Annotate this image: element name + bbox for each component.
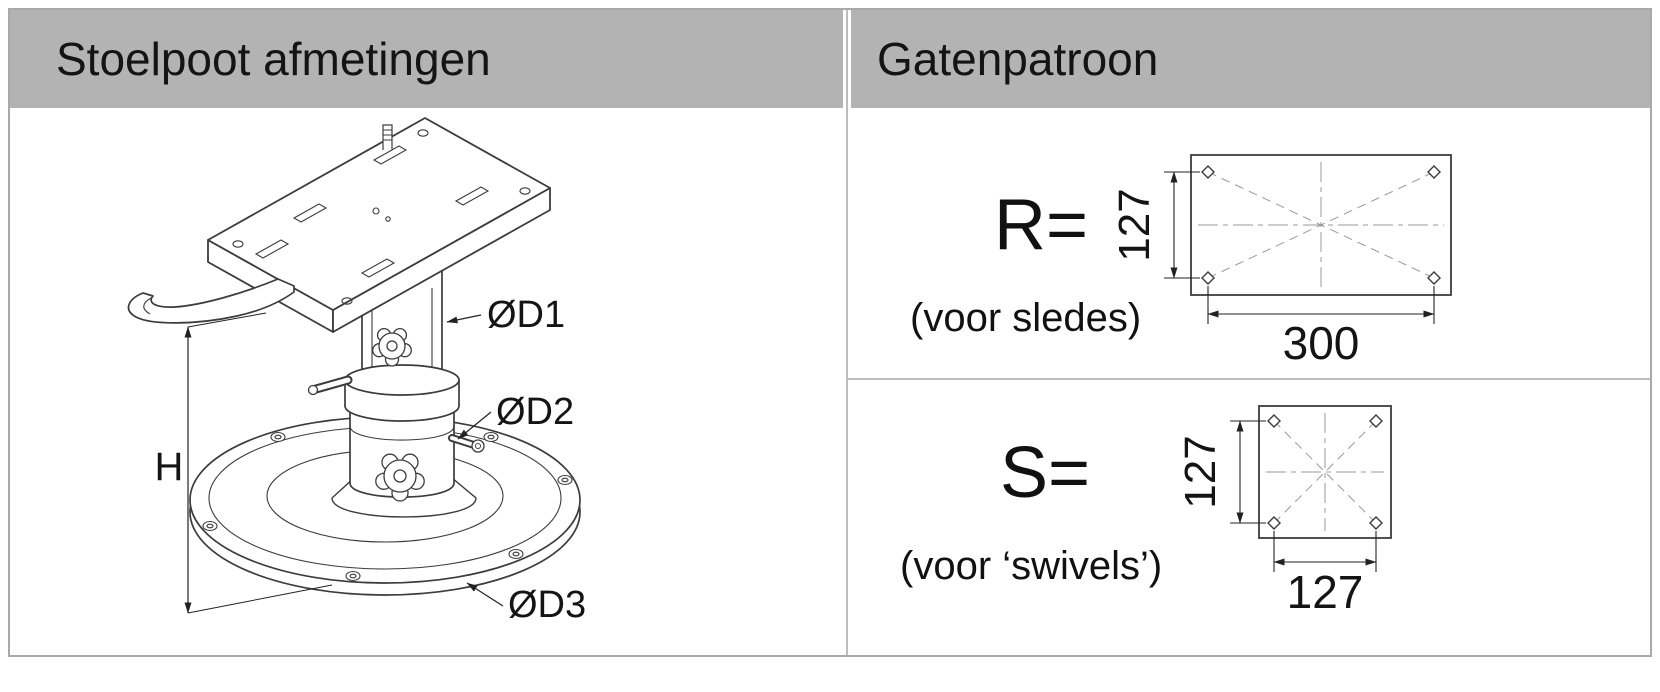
s-diagonals: [1273, 420, 1377, 524]
s-dim-width: 127: [1287, 566, 1364, 618]
tilt-handle: [127, 278, 295, 324]
mounting-plate: [207, 117, 551, 333]
left-panel-header: Stoelpoot afmetingen: [10, 10, 843, 108]
s-dimensions: [1230, 420, 1377, 572]
dimension-h: [184, 312, 333, 614]
base-screw-holes: [202, 431, 573, 582]
r-symbol: R=: [994, 185, 1089, 265]
side-pin: [448, 434, 485, 453]
s-caption: (voor ‘swivels’): [900, 544, 1163, 588]
lower-star-knob: [375, 453, 425, 502]
left-panel: Stoelpoot afmetingen: [10, 10, 846, 655]
leader-label-d1: ØD1: [487, 294, 565, 336]
s-center-lines: [1266, 413, 1384, 531]
s-hole-pattern-diagram: 127 127: [1176, 405, 1392, 618]
s-symbol: S=: [1000, 433, 1091, 513]
release-lever: [307, 375, 353, 396]
mounting-plate-details: [232, 129, 531, 305]
r-hole-pattern-diagram: 127 300: [1110, 154, 1452, 369]
leader-label-d2: ØD2: [496, 391, 574, 433]
r-dim-height: 127: [1110, 188, 1159, 261]
datasheet-frame: Stoelpoot afmetingen: [8, 8, 1652, 657]
leader-lines: [446, 314, 504, 607]
right-panel-title: Gatenpatroon: [877, 33, 1159, 85]
right-panel: Gatenpatroon: [846, 10, 1650, 655]
upper-star-knob: [372, 327, 412, 367]
r-holes: [1201, 165, 1441, 285]
s-holes: [1267, 414, 1383, 530]
pedestal-technical-drawing: H ØD1 ØD2 ØD3: [127, 117, 586, 626]
lower-tube: [349, 402, 455, 498]
leader-label-d3: ØD3: [508, 584, 586, 626]
collar: [344, 364, 460, 422]
r-dimensions: [1164, 171, 1435, 324]
right-panel-header: Gatenpatroon: [851, 10, 1650, 108]
r-caption: (voor sledes): [910, 296, 1142, 340]
r-dim-width: 300: [1283, 317, 1360, 369]
r-center-lines: [1198, 162, 1444, 288]
s-section: 127 127 S= (voor ‘swivels’): [848, 380, 1650, 655]
left-panel-title: Stoelpoot afmetingen: [56, 33, 491, 85]
screw-stub: [382, 124, 393, 150]
r-section: 127 300 R= (voor sledes): [848, 108, 1650, 380]
s-dim-height: 127: [1176, 435, 1225, 508]
dim-label-h: H: [155, 445, 184, 489]
left-panel-content: H ØD1 ØD2 ØD3: [10, 108, 846, 655]
